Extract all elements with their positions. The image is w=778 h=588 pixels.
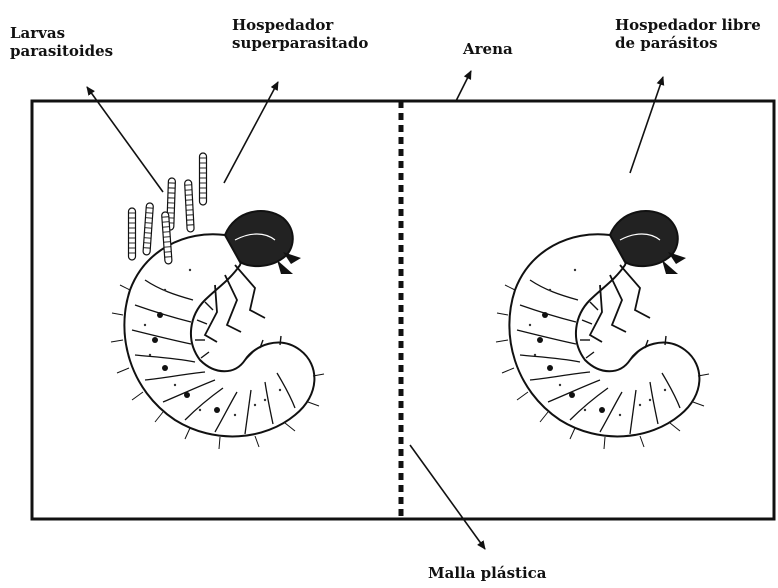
grub-larva-icon <box>496 211 709 449</box>
arrow-superparasitado <box>224 82 278 183</box>
arrow-libre <box>630 77 663 173</box>
grub-larva-with-parasitoids-icon <box>111 153 324 449</box>
arrow-larvas <box>87 87 163 192</box>
arrow-arena <box>456 71 471 101</box>
arrow-malla <box>410 445 485 549</box>
